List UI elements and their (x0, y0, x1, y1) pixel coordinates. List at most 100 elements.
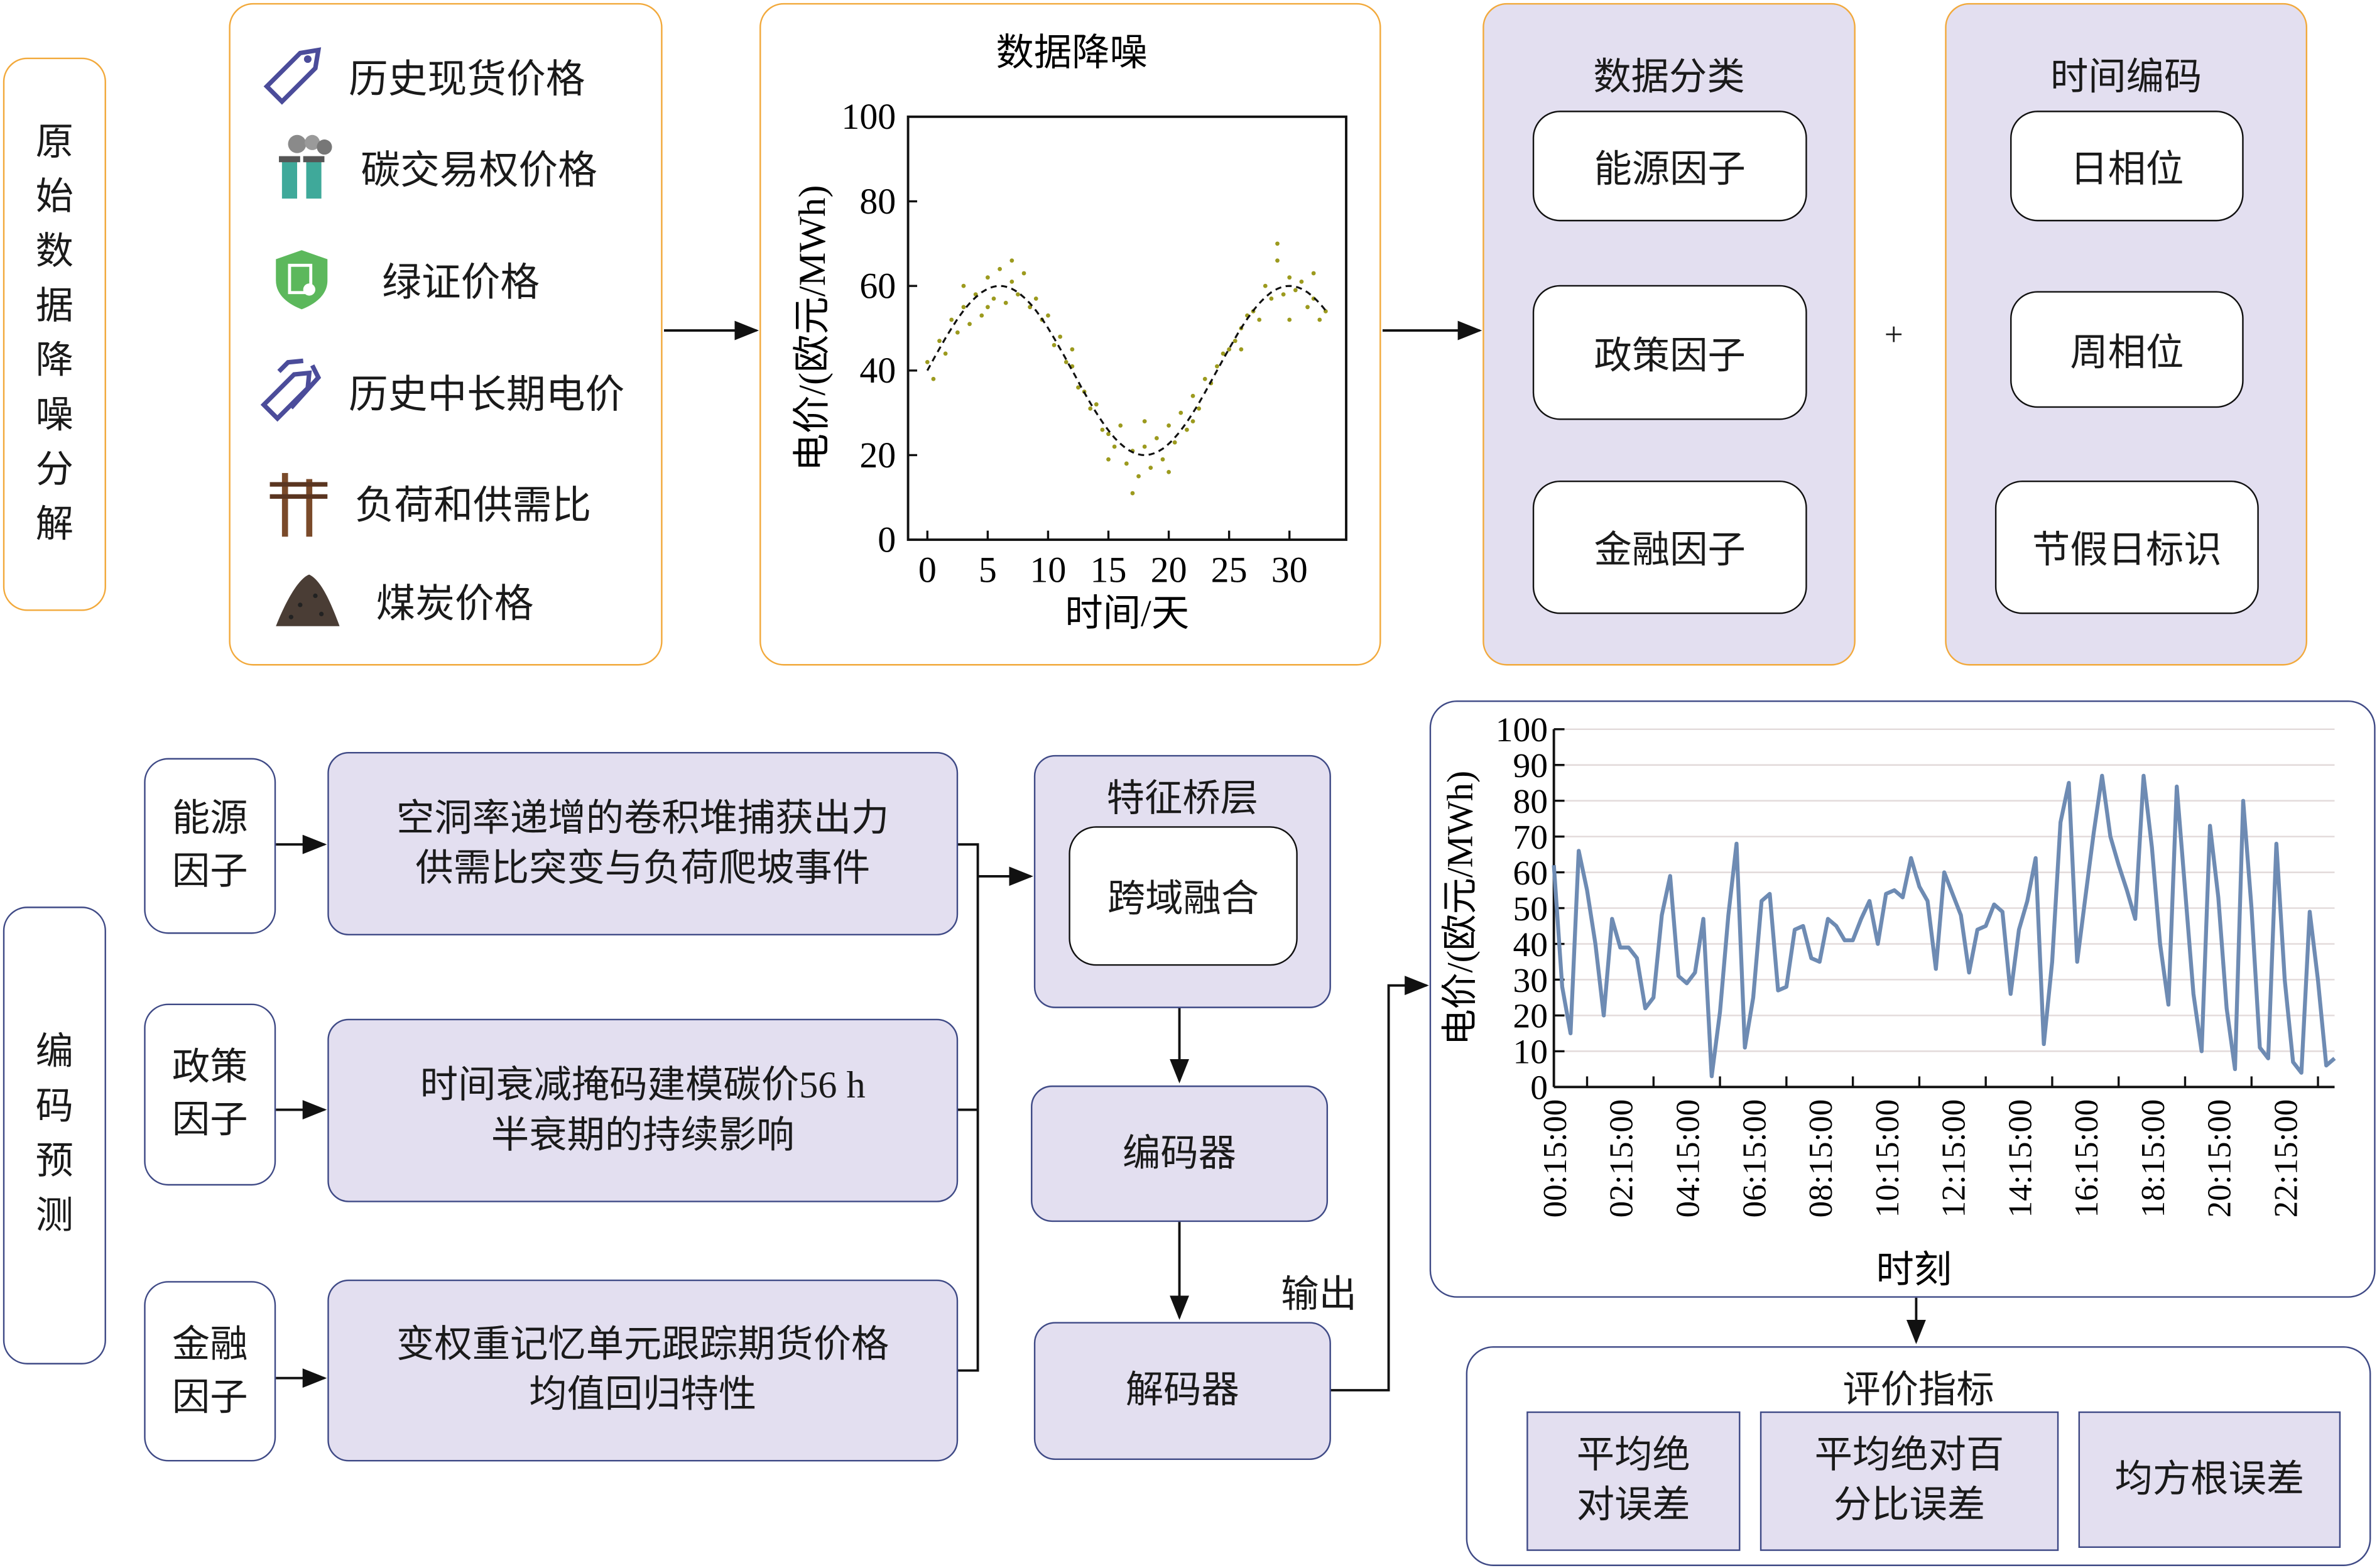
label-char: 测 (35, 1196, 74, 1238)
label-char: 原 (35, 122, 74, 163)
x-tick-label: 14:15:00 (2002, 1099, 2038, 1218)
source-item: 历史现货价格 (258, 41, 585, 111)
output-label: 输出 (1281, 1275, 1357, 1316)
x-tick-label: 15 (1091, 550, 1127, 591)
chart-title: 数据降噪 (996, 32, 1148, 74)
scatter-point (1160, 457, 1165, 462)
factory-icon (279, 134, 332, 199)
x-tick-label: 22:15:00 (2268, 1099, 2304, 1218)
x-tick-label: 18:15:00 (2135, 1099, 2172, 1218)
encode-predict-label: 编 码 预 测 (3, 906, 106, 1364)
x-tick-label: 25 (1211, 550, 1248, 591)
rmse-box: 均方根误差 (2078, 1411, 2341, 1548)
x-tick-label: 5 (979, 550, 997, 591)
scatter-point (1287, 275, 1292, 280)
scatter-point (1299, 280, 1304, 284)
scatter-point (1167, 423, 1171, 428)
scatter-point (1052, 343, 1057, 347)
node-label: 因子 (171, 852, 248, 893)
scatter-point (1142, 419, 1147, 423)
source-label: 煤炭价格 (376, 581, 534, 626)
policy-factor-box: 政策因子 (1532, 285, 1807, 420)
decoder-box: 解码器 (1033, 1322, 1331, 1461)
y-tick-label: 60 (859, 265, 896, 306)
x-tick-label: 16:15:00 (2069, 1099, 2105, 1218)
scatter-point (1221, 351, 1226, 356)
scatter-point (985, 305, 990, 310)
finance-factor-method: 变权重记忆单元跟踪期货价格均值回归特性 (327, 1279, 959, 1462)
scatter-point (1305, 305, 1310, 310)
scatter-point (1227, 347, 1232, 352)
metric-text: 平均绝 (1576, 1435, 1690, 1477)
scatter-point (1148, 466, 1153, 471)
node-label: 政策 (171, 1047, 248, 1089)
y-tick-label: 100 (841, 96, 896, 137)
mae-box: 平均绝对误差 (1526, 1411, 1741, 1551)
scatter-point (1275, 258, 1280, 263)
y-tick-label: 20 (1513, 998, 1548, 1036)
scatter-point (1088, 406, 1093, 411)
scatter-point (925, 359, 930, 364)
scatter-point (1058, 334, 1063, 339)
x-tick-label: 12:15:00 (1936, 1099, 1972, 1218)
scatter-point (1287, 317, 1292, 322)
source-item: 负荷和供需比 (264, 459, 591, 544)
scatter-point (931, 376, 936, 381)
bridge-title: 特征桥层 (1106, 779, 1259, 820)
scatter-point (1009, 258, 1014, 263)
source-label: 负荷和供需比 (354, 482, 592, 527)
y-tick-label: 90 (1513, 747, 1548, 785)
x-tick-label: 0 (918, 550, 937, 591)
scatter-point (1293, 288, 1298, 293)
x-tick-label: 06:15:00 (1736, 1099, 1773, 1218)
scatter-point (1118, 423, 1123, 428)
y-tick-label: 40 (859, 350, 896, 391)
holiday-flag-box: 节假日标识 (1994, 481, 2259, 614)
label-char: 预 (35, 1141, 74, 1183)
scatter-point (1178, 410, 1183, 415)
x-tick-label: 02:15:00 (1604, 1099, 1640, 1218)
scatter-point (1239, 347, 1244, 352)
scatter-point (1070, 347, 1075, 352)
y-tick-label: 100 (1496, 711, 1548, 749)
scatter-point (1076, 385, 1080, 390)
y-tick-label: 0 (1530, 1069, 1548, 1108)
scatter-point (961, 305, 966, 310)
scatter-point (1009, 280, 1014, 284)
scatter-point (1106, 457, 1111, 462)
method-text: 空洞率递增的卷积堆捕获出力 (396, 798, 889, 839)
y-tick-label: 30 (1513, 962, 1548, 1000)
y-tick-label: 70 (1513, 819, 1548, 857)
method-text: 供需比突变与负荷爬坡事件 (415, 848, 871, 890)
method-text: 均值回归特性 (529, 1375, 757, 1417)
y-tick-label: 10 (1513, 1033, 1548, 1072)
source-item: 碳交易权价格 (270, 132, 597, 202)
source-label: 历史中长期电价 (349, 372, 625, 416)
source-item: 绿证价格 (267, 244, 540, 314)
x-tick-label: 20 (1151, 550, 1187, 591)
x-tick-label: 20:15:00 (2202, 1099, 2238, 1218)
label-char: 分 (35, 449, 74, 491)
price-line (1552, 773, 2336, 1079)
scatter-point (1136, 474, 1141, 479)
scatter-point (1063, 359, 1069, 364)
scatter-point (985, 275, 990, 280)
y-tick-label: 80 (1513, 783, 1548, 821)
scatter-point (1046, 313, 1050, 318)
scatter-point (1094, 402, 1099, 407)
scatter-point (1202, 376, 1207, 381)
data-sources-panel: 历史现货价格 碳交易权价格 绿证价格 历史中长期电价 负荷和供需比 煤炭价格 (229, 3, 663, 666)
green-shield-certificate-icon (276, 250, 328, 310)
scatter-point (955, 330, 960, 335)
x-axis-label: 时刻 (1876, 1250, 1952, 1292)
scatter-point (1142, 444, 1147, 449)
panel-title: 数据分类 (1593, 57, 1745, 99)
metric-text: 平均绝对百 (1814, 1435, 2004, 1477)
label-char: 噪 (35, 395, 74, 436)
scatter-point (1100, 427, 1105, 432)
label-char: 码 (35, 1087, 74, 1128)
